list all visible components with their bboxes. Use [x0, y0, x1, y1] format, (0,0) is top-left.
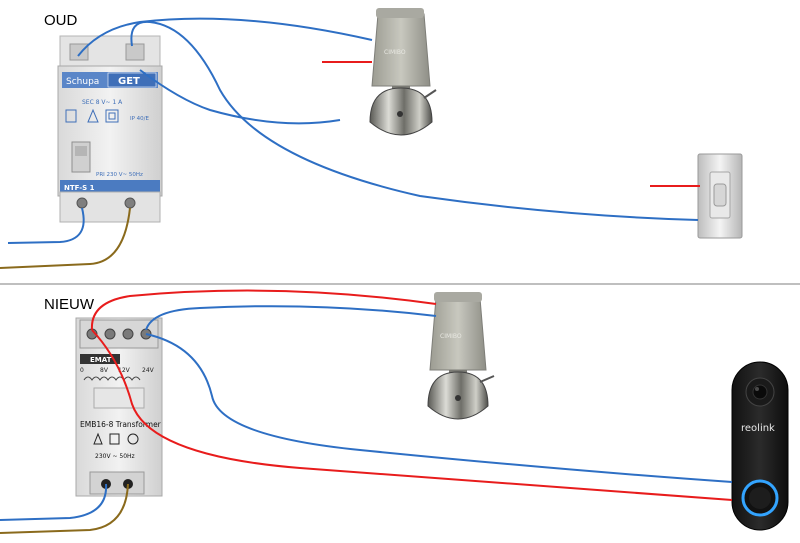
new-red-wire-to-doorbell: [91, 329, 733, 501]
new-red-wire-to-bell: [90, 289, 437, 331]
old-bell-label: CIMIBO: [384, 49, 406, 56]
old-wire-bell-return: [139, 69, 341, 125]
old-transformer-brand-left: Schupa: [66, 77, 99, 87]
new-transformer-tap-8: 8V: [100, 367, 109, 374]
old-transformer-model: NTF-S 1: [64, 184, 95, 192]
old-transformer: Schupa GET SEC 8 V~ 1 A IP 40/E PRI 230 …: [57, 35, 163, 223]
new-transformer-model: EMB16-8 Transformer: [80, 420, 162, 429]
old-wire-transformer-to-bell: [77, 17, 373, 57]
new-mains-blue-wire: [0, 483, 108, 521]
video-doorbell: reolink: [731, 361, 789, 531]
old-bell: CIMIBO: [369, 8, 437, 136]
new-transformer-tap-24: 24V: [142, 367, 155, 374]
old-transformer-primary-rating: PRI 230 V~ 50Hz: [96, 172, 143, 178]
new-blue-wire-to-doorbell: [145, 333, 733, 483]
new-blue-wire-to-bell: [145, 305, 437, 331]
new-bell: CIMIBO: [427, 292, 495, 420]
new-transformer-tap-12: 12V: [118, 367, 131, 374]
new-transformer-brand: EMAT: [90, 356, 112, 364]
old-transformer-secondary-rating: SEC 8 V~ 1 A: [82, 99, 123, 106]
old-transformer-brand-right: GET: [118, 76, 140, 87]
new-transformer-mains: 230V ~ 50Hz: [95, 453, 135, 460]
old-transformer-ip-rating: IP 40/E: [130, 116, 150, 122]
bell-symbols-icon: [93, 432, 139, 445]
old-push-button: [697, 153, 743, 239]
new-transformer: EMAT 0 8V 12V 24V EMB16-8 Transformer 23…: [75, 317, 163, 497]
new-section-label: NIEUW: [44, 296, 94, 313]
old-mains-brown-wire: [0, 207, 131, 269]
old-mains-blue-wire: [7, 207, 85, 244]
new-bell-label: CIMIBO: [440, 333, 462, 340]
safety-symbols-icon: [65, 108, 119, 123]
old-section-label: OUD: [44, 12, 78, 29]
new-transformer-tap-0: 0: [80, 367, 84, 374]
new-mains-brown-wire: [0, 483, 129, 534]
old-wire-transformer-to-button: [130, 20, 699, 221]
doorbell-brand: reolink: [741, 423, 775, 434]
